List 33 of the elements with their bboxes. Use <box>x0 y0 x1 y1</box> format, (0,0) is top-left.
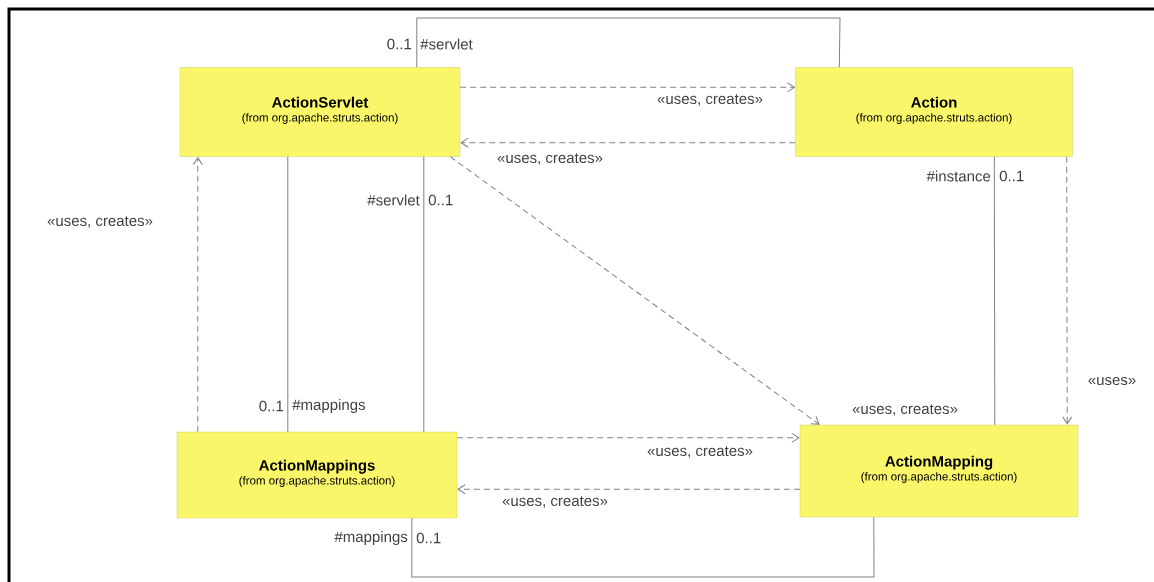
dependency-arrow <box>459 82 795 93</box>
role-label: #mappings <box>291 398 367 414</box>
edge-label: «uses, creates» <box>496 152 604 166</box>
class-box: Action (from org.apache.struts.action) <box>795 67 1073 157</box>
dependency-arrow <box>457 484 801 495</box>
dependency-arrow <box>449 156 820 425</box>
role-label: #servlet <box>366 193 421 207</box>
role-label: #mappings <box>333 530 409 546</box>
association-line <box>416 17 841 68</box>
class-box: ActionServlet (from org.apache.struts.action) <box>179 67 461 157</box>
role-label: 0..1 <box>385 37 413 51</box>
association-line <box>993 156 996 426</box>
association-line <box>287 156 289 433</box>
association-line <box>411 516 875 578</box>
class-box: ActionMappings (from org.apache.struts.action) <box>176 431 458 519</box>
edge-label: «uses, creates» <box>656 93 764 107</box>
edge-label: «uses, creates» <box>646 445 754 459</box>
class-box: ActionMapping (from org.apache.struts.action) <box>799 424 1079 518</box>
edge-label: «uses, creates» <box>46 215 154 229</box>
edge-label: «uses, creates» <box>501 495 609 509</box>
dependency-arrow <box>460 137 796 148</box>
dependency-arrow <box>456 432 800 443</box>
edge-label: «uses, creates» <box>851 403 959 417</box>
role-label: #servlet <box>419 37 474 51</box>
role-label: #instance <box>925 169 992 183</box>
dependency-arrow <box>192 157 203 433</box>
association-line <box>423 156 425 433</box>
dependency-arrow <box>1062 156 1073 425</box>
role-label: 0..1 <box>257 399 285 413</box>
role-label: 0..1 <box>427 193 455 207</box>
role-label: 0..1 <box>415 531 443 545</box>
edge-label: «uses» <box>1086 375 1138 387</box>
role-label: 0..1 <box>998 169 1026 183</box>
